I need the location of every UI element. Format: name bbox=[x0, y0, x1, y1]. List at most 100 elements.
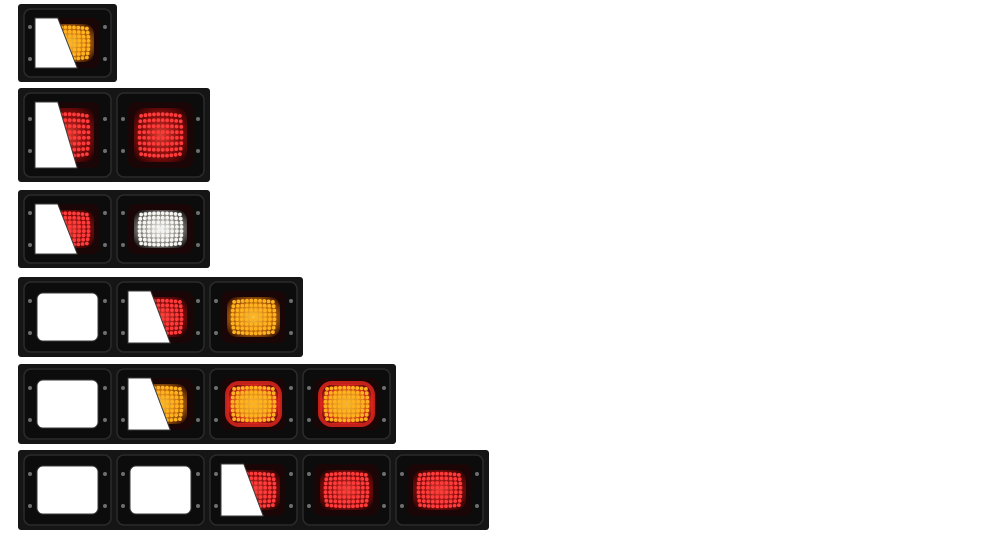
led-dot bbox=[67, 29, 72, 34]
led-dot bbox=[240, 395, 244, 400]
led-dot bbox=[258, 485, 263, 490]
led-dot bbox=[174, 408, 179, 413]
assembly-row-1 bbox=[18, 4, 117, 82]
led-dot bbox=[346, 471, 351, 476]
led-dot bbox=[77, 124, 81, 129]
led-dot bbox=[230, 312, 235, 317]
led-dot bbox=[271, 503, 275, 507]
led-dot bbox=[272, 408, 277, 413]
led-dot bbox=[249, 303, 254, 308]
led-dot bbox=[142, 225, 147, 229]
led-dot bbox=[81, 147, 86, 152]
led-dot bbox=[328, 477, 333, 481]
led-dot bbox=[449, 481, 453, 486]
led-dot bbox=[170, 321, 174, 326]
led-dot bbox=[156, 390, 161, 395]
led-dot bbox=[342, 399, 347, 404]
led-dot bbox=[151, 220, 156, 225]
lens-glow bbox=[227, 297, 280, 337]
led-dot bbox=[178, 146, 183, 151]
led-dot bbox=[142, 216, 147, 221]
led-dot bbox=[267, 499, 272, 503]
led-dot bbox=[85, 237, 90, 242]
empty-opening bbox=[36, 292, 99, 342]
light-module-half-red bbox=[209, 454, 298, 526]
led-dot bbox=[165, 130, 170, 135]
led-dot bbox=[230, 317, 235, 322]
led-dot bbox=[351, 413, 356, 418]
led-dot bbox=[359, 417, 364, 422]
led-dot bbox=[333, 472, 338, 476]
led-dot bbox=[444, 471, 448, 476]
led-dot bbox=[365, 494, 370, 499]
led-dot bbox=[85, 30, 90, 35]
assembly-row-2 bbox=[18, 88, 210, 182]
led-dot bbox=[63, 112, 68, 117]
led-dot bbox=[258, 418, 262, 423]
led-dot bbox=[258, 413, 263, 418]
screw bbox=[28, 149, 32, 153]
led-dot bbox=[165, 395, 170, 399]
led-dot bbox=[271, 498, 276, 503]
led-dot bbox=[337, 485, 342, 490]
led-dot bbox=[72, 238, 77, 243]
led-dot bbox=[146, 130, 151, 135]
led-dot bbox=[263, 395, 267, 400]
led-dot bbox=[63, 211, 68, 216]
red-ring bbox=[318, 381, 375, 427]
led-dot bbox=[137, 124, 142, 129]
led-dot bbox=[146, 229, 151, 234]
led-dot bbox=[146, 136, 151, 140]
led-dot bbox=[342, 476, 347, 481]
led-dot bbox=[342, 390, 347, 395]
led-dot bbox=[333, 413, 338, 418]
assembly-row-4 bbox=[18, 277, 303, 357]
led-dot bbox=[337, 390, 342, 395]
led-dot bbox=[364, 477, 369, 482]
led-dot bbox=[338, 471, 342, 476]
led-dot bbox=[253, 385, 258, 390]
led-dot bbox=[165, 233, 170, 238]
led-dot bbox=[268, 404, 272, 409]
led-dot bbox=[174, 124, 179, 129]
led-dot bbox=[179, 220, 184, 225]
led-dot bbox=[86, 43, 91, 47]
led-dot bbox=[249, 308, 254, 312]
led-dot bbox=[342, 481, 347, 485]
led-dot bbox=[346, 476, 351, 481]
led-dot bbox=[351, 481, 356, 485]
led-dot bbox=[156, 142, 161, 146]
led-dot bbox=[263, 404, 268, 409]
screw bbox=[103, 418, 107, 422]
led-dot bbox=[342, 418, 347, 423]
led-dot bbox=[351, 390, 356, 395]
led-dot bbox=[262, 472, 267, 476]
led-dot bbox=[165, 224, 170, 229]
led-dot bbox=[425, 485, 430, 490]
led-dot bbox=[329, 503, 334, 508]
led-dot bbox=[253, 322, 258, 326]
led-dot bbox=[337, 481, 342, 485]
led-dot bbox=[346, 495, 351, 499]
led-dot bbox=[85, 212, 89, 217]
led-dot bbox=[416, 481, 421, 486]
led-dot bbox=[152, 211, 156, 216]
led-dot bbox=[165, 211, 169, 216]
led-dot bbox=[230, 404, 235, 409]
led-dot bbox=[342, 395, 347, 399]
led-dot bbox=[342, 413, 347, 418]
led-dot bbox=[240, 326, 245, 331]
led-dot bbox=[458, 481, 463, 486]
screw bbox=[307, 472, 311, 476]
led-dot bbox=[235, 391, 240, 395]
led-dot bbox=[245, 418, 249, 423]
led-dot bbox=[253, 409, 258, 413]
lens-glow bbox=[320, 470, 373, 510]
led-dot bbox=[137, 229, 142, 234]
screw bbox=[196, 418, 200, 422]
led-dot bbox=[267, 304, 272, 308]
led-dot bbox=[365, 399, 370, 404]
led-dot bbox=[165, 385, 169, 390]
led-dot bbox=[160, 298, 165, 303]
led-dot bbox=[72, 30, 77, 34]
